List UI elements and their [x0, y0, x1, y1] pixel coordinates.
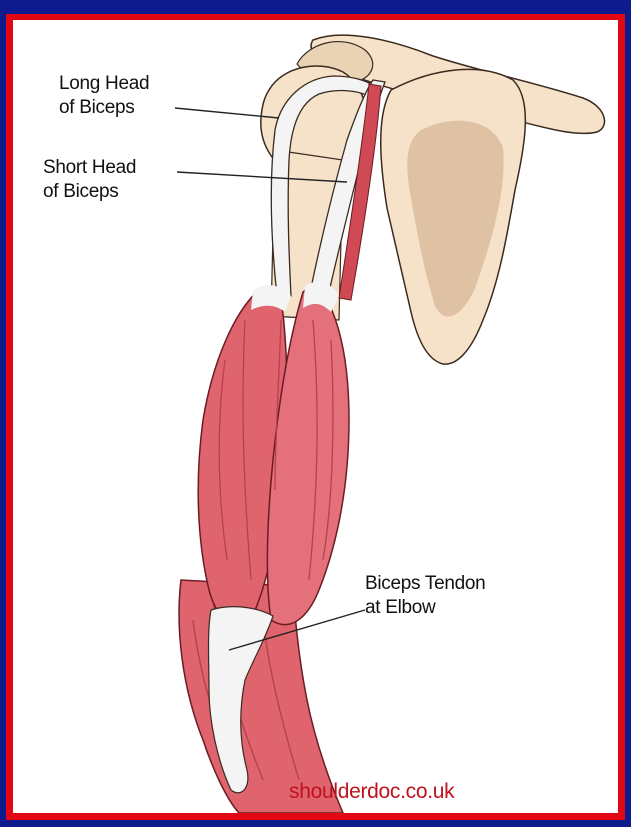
arm-illustration [13, 20, 618, 813]
illustration-canvas: Long Head of Biceps Short Head of Biceps… [13, 20, 618, 813]
watermark-text: shoulderdoc.co.uk [289, 780, 454, 804]
label-short-head: Short Head of Biceps [43, 156, 136, 204]
label-long-head: Long Head of Biceps [59, 72, 149, 120]
label-elbow-tendon: Biceps Tendon at Elbow [365, 572, 485, 620]
